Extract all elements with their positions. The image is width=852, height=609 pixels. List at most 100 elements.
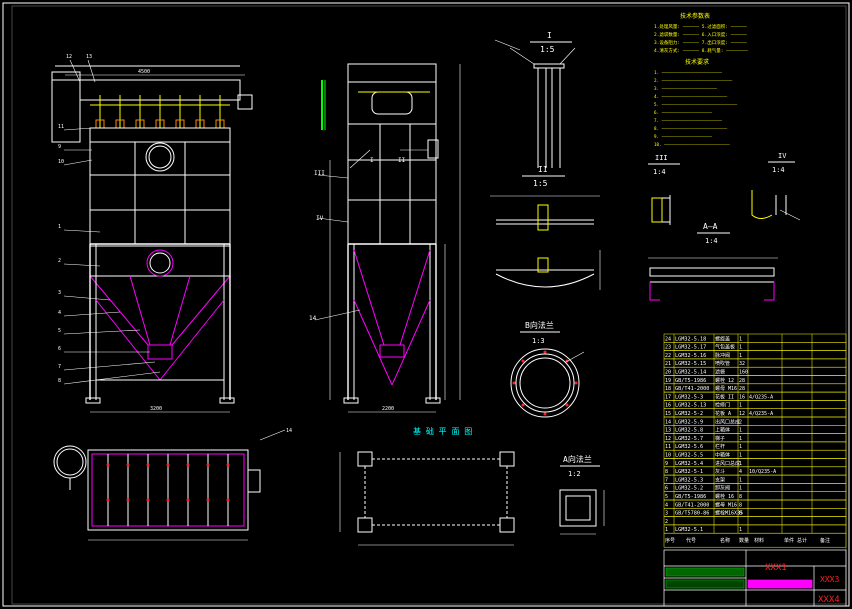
side-callout-III: III [314, 170, 325, 177]
callout-8: 8 [58, 378, 61, 384]
table-cell-name: 螺栓 16 [715, 493, 734, 500]
svg-text:9. ————————————————————: 9. ———————————————————— [654, 134, 712, 139]
table-cell-qty: 1 [739, 336, 742, 342]
table-cell-no: 4 [665, 502, 668, 508]
table-cell-name: 喷吹管 [715, 360, 730, 367]
table-cell-qty: 4 [739, 469, 742, 475]
svg-text:2200: 2200 [382, 406, 394, 412]
svg-text:3.设备阻力: —————— 7.出口浓度: ——————: 3.设备阻力: —————— 7.出口浓度: —————— [654, 39, 747, 46]
table-cell-mat: 10/Q235-A [749, 469, 776, 475]
table-cell-no: 19 [665, 378, 671, 384]
table-cell-code: GB/T41-2000 [675, 386, 709, 392]
table-row: 2 [663, 516, 847, 526]
foundation-title: 基 础 平 面 图 [413, 426, 472, 436]
table-cell-code: LGM32-5.16 [675, 353, 706, 359]
callout-3: 3 [58, 290, 61, 296]
table-cell-name: 螺旋盖 [715, 335, 730, 342]
table-cell-code: LGM32-5.14 [675, 370, 706, 376]
flange-B-label: B向法兰 [525, 320, 554, 330]
table-cell-code: LGM32-5-2 [675, 411, 703, 417]
table-cell-qty: 1 [739, 486, 742, 492]
table-cell-qty: 1 [739, 461, 742, 467]
svg-text:2. ———————————————————————————: 2. ———————————————————————————— [654, 78, 733, 83]
table-cell-qty: 1 [739, 527, 742, 533]
table-cell-name: 螺母 M16 [715, 385, 737, 392]
svg-text:7. ————————————————————————: 7. ———————————————————————— [654, 118, 723, 123]
detail-II-scale: 1:5 [533, 179, 548, 188]
table-cell-no: 2 [665, 519, 668, 525]
table-cell-no: 13 [665, 428, 671, 434]
table-cell-no: 3 [665, 511, 668, 517]
table-cell-code: GB/T41-2000 [675, 502, 709, 508]
table-cell-qty: 2 [739, 419, 742, 425]
callout-12: 12 [66, 54, 72, 60]
table-cell-qty: 1 [739, 444, 742, 450]
table-cell-code: LGM32-5.1 [675, 527, 703, 533]
table-cell-code: LGM32-5.9 [675, 419, 703, 425]
svg-text:3. ——————————————————————: 3. —————————————————————— [654, 86, 718, 91]
table-cell-code: LGM32-5.7 [675, 436, 703, 442]
table-cell-qty: 1 [739, 453, 742, 459]
table-cell-qty: 1 [739, 477, 742, 483]
technical-notes: 技术参数表 1.处理风量: —————— 5.过滤面积: —————— 2.滤袋… [654, 12, 748, 147]
table-cell-qty: 160 [739, 370, 748, 376]
table-cell-no: 18 [665, 386, 671, 392]
flange-A-view: A向法兰 1:2 [559, 454, 605, 535]
side-elevation-view: 2200 14 III IV I II [309, 63, 461, 413]
table-cell-no: 24 [665, 336, 671, 342]
section-AA-label: A—A [703, 222, 718, 231]
table-cell-no: 16 [665, 403, 671, 409]
table-cell-code: LGM32-5.13 [675, 403, 706, 409]
callout-9: 9 [58, 144, 61, 150]
callout-1: 1 [58, 224, 61, 230]
svg-text:4. ——————————————————————————: 4. —————————————————————————— [654, 94, 728, 99]
table-cell-name: 进风口总成 [715, 460, 740, 467]
table-cell-no: 10 [665, 453, 671, 459]
table-cell-qty: 16 [739, 394, 745, 400]
table-header-no: 序号 [665, 537, 675, 544]
table-cell-qty: 8 [739, 511, 742, 517]
table-cell-name: 栏杆 [715, 443, 725, 450]
table-cell-code: LGM32-5.8 [675, 428, 703, 434]
svg-text:6. ————————————————————: 6. ———————————————————— [654, 110, 712, 115]
side-callout-II: II [398, 157, 406, 164]
table-cell-no: 20 [665, 370, 671, 376]
table-cell-name: 螺母 M16 [715, 501, 737, 508]
table-cell-qty: 1 [739, 436, 742, 442]
side-callout-IV: IV [316, 215, 324, 222]
flange-B-view: B向法兰 1:3 [510, 320, 585, 418]
table-cell-code: LGM32-5.3 [675, 477, 703, 483]
svg-text:4500: 4500 [138, 69, 150, 75]
sheet-inner-border [11, 5, 847, 605]
table-cell-qty: 8 [739, 494, 742, 500]
table-cell-qty: 28 [739, 378, 745, 384]
flange-A-label: A向法兰 [563, 454, 592, 464]
side-callout-I: I [370, 157, 374, 164]
table-header: 序号代号名称数量材料单件 总计备注 [663, 532, 847, 548]
callout-2: 2 [58, 258, 61, 264]
table-cell-qty: 8 [739, 502, 742, 508]
table-cell-no: 9 [665, 461, 668, 467]
table-cell-name: 中箱体 [715, 452, 730, 459]
table-cell-code: LGM32-5.17 [675, 345, 706, 351]
detail-IV: IV 1:4 [751, 152, 801, 221]
table-cell-no: 11 [665, 444, 671, 450]
detail-I-scale: 1:5 [540, 45, 555, 54]
section-AA-scale: 1:4 [705, 237, 718, 245]
table-header-note: 备注 [820, 537, 830, 544]
